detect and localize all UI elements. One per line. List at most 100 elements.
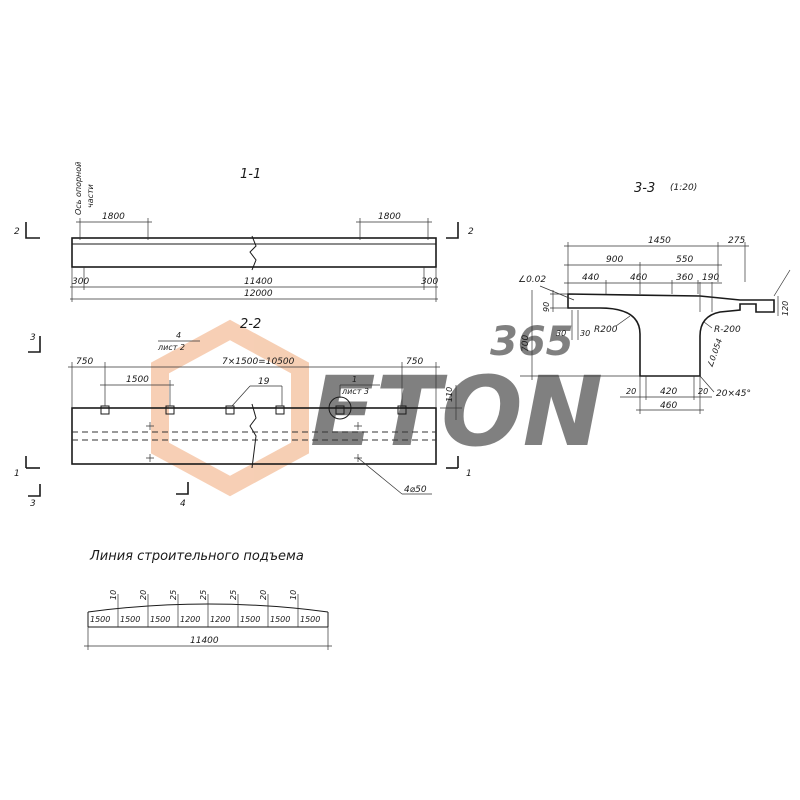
dim-20-left: 20 xyxy=(626,387,636,396)
camber-segment: 1500 xyxy=(150,615,170,624)
cut-mark-3-bottom xyxy=(28,484,41,497)
dim-90: 90 xyxy=(542,302,551,312)
dim-1500: 1500 xyxy=(126,375,149,385)
leader-line xyxy=(703,321,713,329)
camber-ordinate-value: 25 xyxy=(199,590,208,600)
dim-30a: 30 xyxy=(556,329,566,338)
dim-440: 440 xyxy=(582,273,599,283)
embedded-plate xyxy=(225,405,235,415)
dim-110: 110 xyxy=(445,387,454,402)
hole-mark xyxy=(146,454,154,462)
radius-left: R200 xyxy=(594,325,618,335)
section-title-3-3: 3-3 xyxy=(634,181,655,196)
camber-ordinate-value: 25 xyxy=(229,590,238,600)
dim-120: 120 xyxy=(781,301,790,316)
dim-275: 275 xyxy=(728,236,745,246)
camber-segment: 1500 xyxy=(270,615,290,624)
ref-4-number: 4 xyxy=(176,331,181,340)
leader-line xyxy=(539,285,575,301)
camber-segment: 1200 xyxy=(210,615,230,624)
watermark-brand: ETON xyxy=(310,356,603,468)
cross-section-view: 3-3 (1:20) 1450 275 900 550 440 460 360 … xyxy=(518,181,791,414)
camber-segment: 1500 xyxy=(120,615,140,624)
leader-line xyxy=(699,375,715,393)
cut-label-2-right: 2 xyxy=(468,227,474,237)
camber-segment: 1500 xyxy=(300,615,320,624)
dim-460-bottom: 460 xyxy=(660,401,677,411)
cut-mark-4-bottom xyxy=(176,482,189,495)
camber-segment: 1500 xyxy=(90,615,110,624)
hole-mark xyxy=(354,422,362,430)
dim-360: 360 xyxy=(676,273,693,283)
ref-1-sheet: лист 3 xyxy=(341,387,369,396)
mark-19: 19 xyxy=(258,377,270,387)
dim-460-top: 460 xyxy=(630,273,647,283)
camber-segment: 1200 xyxy=(180,615,200,624)
camber-ordinate-value: 20 xyxy=(139,590,148,600)
hole-label: 4⌀50 xyxy=(404,485,427,495)
radius-right: R-200 xyxy=(714,325,741,335)
dim-750-left: 750 xyxy=(76,357,93,367)
section-title-1-1: 1-1 xyxy=(240,167,261,182)
embedded-plate xyxy=(275,405,285,415)
camber-ordinate-value: 10 xyxy=(109,590,118,600)
watermark-logo-hex xyxy=(151,319,309,497)
dim-550: 550 xyxy=(676,255,693,265)
hole-mark xyxy=(146,422,154,430)
cut-label-4-bottom: 4 xyxy=(180,499,186,509)
dim-700: 700 xyxy=(521,335,531,352)
camber-total: 11400 xyxy=(190,636,219,646)
plan-view: 2-2 3 4 лист 2 750 xyxy=(14,317,472,509)
dim-1450: 1450 xyxy=(648,236,671,246)
cut-label-3-bottom: 3 xyxy=(30,499,36,509)
dim-spacing: 7×1500=10500 xyxy=(222,357,295,367)
dim-300-left: 300 xyxy=(72,277,89,287)
beam-plan-outline xyxy=(71,407,437,465)
embedded-plate xyxy=(335,405,345,415)
dim-300-right: 300 xyxy=(421,277,438,287)
camber-title: Линия строительного подъема xyxy=(89,549,304,564)
dim-190: 190 xyxy=(702,273,719,283)
chamfer-label: 20×45° xyxy=(716,389,751,399)
axis-label-line1: Ось опорной xyxy=(74,162,83,215)
break-symbol xyxy=(249,403,257,469)
camber-segment: 1500 xyxy=(240,615,260,624)
section-title-2-2: 2-2 xyxy=(240,317,261,332)
camber-diagram: Линия строительного подъема 10 20 25 25 … xyxy=(84,549,332,650)
leader-line xyxy=(231,385,251,407)
dim-11400: 11400 xyxy=(244,277,273,287)
section-profile xyxy=(567,293,775,377)
slope-top: ∠0.02 xyxy=(518,275,546,285)
dim-1800-left: 1800 xyxy=(102,212,125,222)
slope-web: ∠0.054 xyxy=(705,337,724,368)
ref-4-sheet: лист 2 xyxy=(157,343,185,352)
cut-label-2-left: 2 xyxy=(14,227,20,237)
break-line xyxy=(773,269,791,297)
cut-label-3-top: 3 xyxy=(30,333,36,343)
elevation-view: 1-1 Ось опорной части 1800 1800 300 300 … xyxy=(14,162,474,302)
cut-mark-3-top xyxy=(28,336,41,353)
dim-420: 420 xyxy=(660,387,677,397)
dim-20-right: 20 xyxy=(698,387,708,396)
section-scale: (1:20) xyxy=(670,183,697,193)
cut-mark-2-left xyxy=(25,222,40,239)
camber-ordinate-value: 25 xyxy=(169,590,178,600)
cut-mark-2-right xyxy=(446,222,459,239)
dim-900: 900 xyxy=(606,255,623,265)
cut-label-1-right: 1 xyxy=(466,469,472,479)
camber-ordinate-value: 20 xyxy=(259,590,268,600)
leader-line xyxy=(615,315,631,327)
dim-12000: 12000 xyxy=(244,289,273,299)
watermark: ETON 365 xyxy=(151,319,603,497)
dim-1800-right: 1800 xyxy=(378,212,401,222)
camber-ordinate-value: 10 xyxy=(289,590,298,600)
ref-1-number: 1 xyxy=(352,375,357,384)
leader-line xyxy=(357,457,403,495)
dim-750-right: 750 xyxy=(406,357,423,367)
break-symbol xyxy=(249,235,257,271)
beam-elevation-outline xyxy=(71,237,437,268)
axis-label-line2: части xyxy=(86,184,95,208)
dim-30b: 30 xyxy=(580,329,590,338)
cut-label-1-left: 1 xyxy=(14,469,20,479)
